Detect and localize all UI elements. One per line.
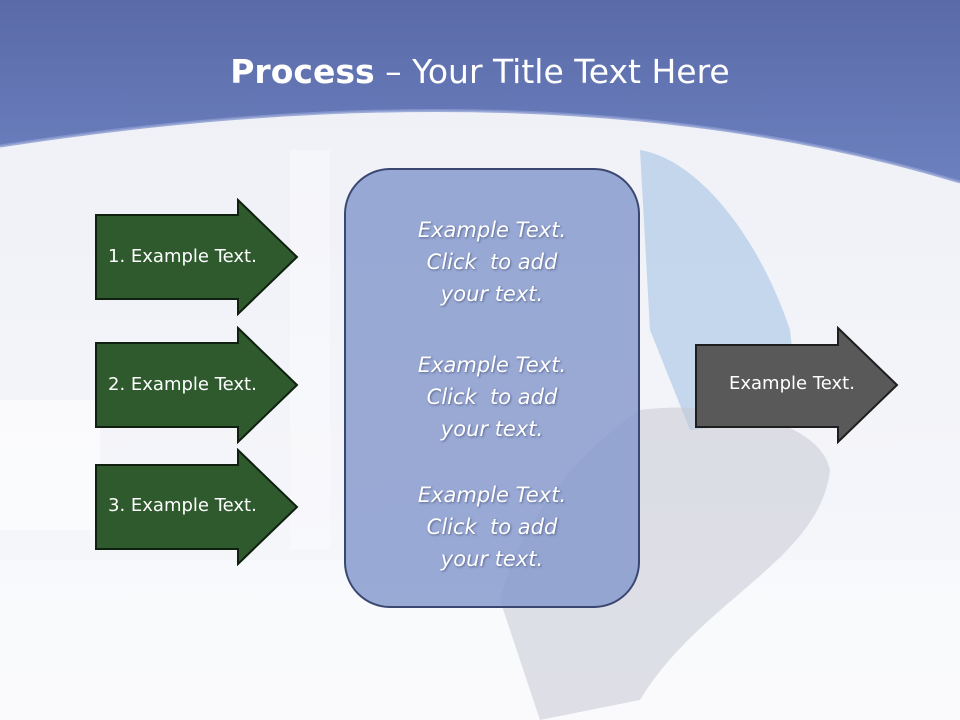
background-shelf — [0, 400, 100, 530]
process-arrow-2[interactable] — [94, 326, 300, 444]
center-text-block-1-line-1: Example Text. — [417, 218, 567, 242]
result-arrow-label: Example Text. — [729, 373, 855, 394]
center-text-block-3-line-1: Example Text. — [417, 483, 567, 507]
center-text-block-2-line-2: Click to add — [426, 385, 558, 409]
title-bold: Process — [230, 52, 375, 91]
center-text-block-3-line-3: your text. — [440, 547, 544, 571]
center-text-block-1[interactable]: Example Text. Click to add your text. — [346, 214, 638, 310]
center-text-block-2[interactable]: Example Text. Click to add your text. — [346, 349, 638, 445]
header-band — [0, 0, 960, 182]
process-arrow-1[interactable] — [94, 198, 300, 316]
center-text-box[interactable]: Example Text. Click to add your text. Ex… — [344, 168, 640, 608]
center-text-block-2-line-3: your text. — [440, 417, 544, 441]
header-curve-highlight — [0, 108, 960, 184]
result-arrow[interactable] — [694, 326, 900, 444]
slide-title[interactable]: Process – Your Title Text Here — [0, 52, 960, 91]
center-text-block-3[interactable]: Example Text. Click to add your text. — [346, 479, 638, 575]
center-text-block-1-line-3: your text. — [440, 282, 544, 306]
process-arrow-3-label: 3. Example Text. — [108, 495, 257, 516]
process-arrow-2-label: 2. Example Text. — [108, 374, 257, 395]
process-arrow-1-label: 1. Example Text. — [108, 246, 257, 267]
center-text-block-3-line-2: Click to add — [426, 515, 558, 539]
process-arrow-3[interactable] — [94, 448, 300, 566]
center-text-block-2-line-1: Example Text. — [417, 353, 567, 377]
title-text: – Your Title Text Here — [374, 52, 730, 91]
center-text-block-1-line-2: Click to add — [426, 250, 558, 274]
background-column — [290, 150, 330, 550]
